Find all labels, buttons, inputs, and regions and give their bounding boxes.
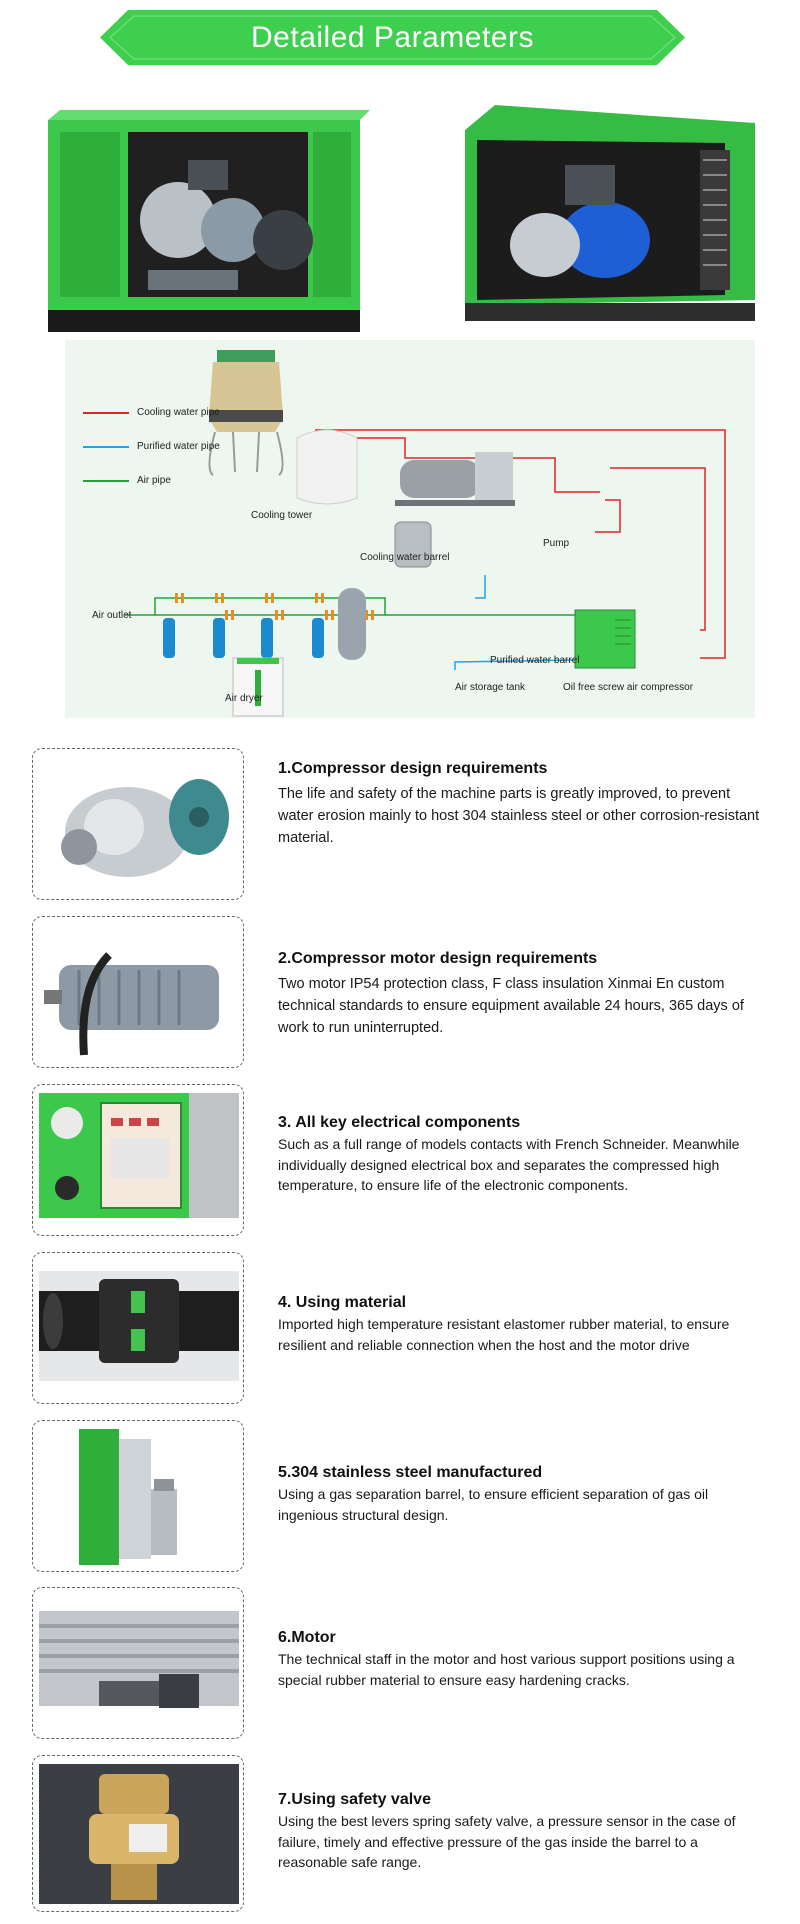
feature-title: 3. All key electrical components — [278, 1114, 521, 1131]
feature-description: Using a gas separation barrel, to ensure… — [278, 1486, 709, 1523]
diagram-pipes — [83, 350, 726, 717]
feature-description: The life and safety of the machine parts… — [278, 786, 760, 846]
label-pump: Pump — [543, 538, 570, 549]
label-cooling-water-barrel: Cooling water barrel — [360, 552, 450, 563]
label-air-outlet: Air outlet — [92, 610, 132, 621]
label-cooling-tower: Cooling tower — [251, 510, 313, 521]
feature-electrical-components: 3. All key electrical components Such as… — [32, 1084, 772, 1239]
thumb-rubber-coupling — [32, 1252, 244, 1404]
banner-arrow-shape — [100, 10, 685, 65]
thumb-motor-support — [32, 1587, 244, 1739]
feature-title: 1.Compressor design requirements — [278, 760, 548, 777]
feature-compressor-design: 1.Compressor design requirements The lif… — [32, 748, 772, 908]
feature-safety-valve: 7.Using safety valve Using the best leve… — [32, 1755, 772, 1915]
compressor-machine-image-front — [48, 110, 370, 332]
thumb-safety-valve — [32, 1755, 244, 1912]
feature-motor: 6.Motor The technical staff in the motor… — [32, 1587, 772, 1742]
feature-using-material: 4. Using material Imported high temperat… — [32, 1252, 772, 1407]
feature-title: 2.Compressor motor design requirements — [278, 950, 598, 967]
feature-title: 6.Motor — [278, 1629, 336, 1646]
thumb-compressor-motor — [32, 916, 244, 1068]
feature-title: 5.304 stainless steel manufactured — [278, 1464, 543, 1481]
page-title: Detailed Parameters — [251, 21, 534, 54]
cooling-system-diagram: Cooling water pipe Purified water pipe A… — [65, 340, 755, 718]
legend-air-pipe: Air pipe — [137, 475, 171, 486]
compressor-machine-image-open — [465, 105, 755, 321]
feature-description: The technical staff in the motor and hos… — [278, 1651, 735, 1688]
thumb-compressor-host — [32, 748, 244, 900]
legend-cooling-water-pipe: Cooling water pipe — [137, 407, 220, 418]
feature-description: Using the best levers spring safety valv… — [278, 1813, 736, 1870]
feature-description: Two motor IP54 protection class, F class… — [278, 976, 744, 1036]
label-air-dryer: Air dryer — [225, 693, 263, 704]
label-purified-water-barrel: Purified water barrel — [490, 655, 580, 666]
feature-title: 4. Using material — [278, 1294, 407, 1311]
feature-motor-design: 2.Compressor motor design requirements T… — [32, 916, 772, 1071]
label-oil-free-screw-air-compressor: Oil free screw air compressor — [563, 682, 694, 693]
thumb-electrical-box — [32, 1084, 244, 1236]
label-air-storage-tank: Air storage tank — [455, 682, 526, 693]
feature-title: 7.Using safety valve — [278, 1791, 431, 1808]
legend-purified-water-pipe: Purified water pipe — [137, 441, 220, 452]
feature-description: Such as a full range of models contacts … — [278, 1136, 740, 1193]
feature-description: Imported high temperature resistant elas… — [278, 1316, 730, 1353]
thumb-separation-barrel — [32, 1420, 244, 1572]
feature-stainless-steel: 5.304 stainless steel manufactured Using… — [32, 1420, 772, 1575]
